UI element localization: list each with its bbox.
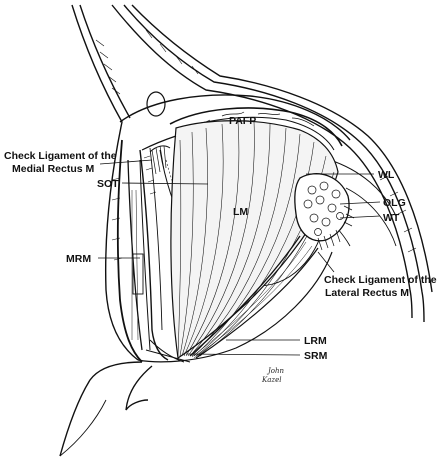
leader-olg (339, 201, 381, 205)
label-check-ligament-medial-line2: Medial Rectus M (12, 163, 95, 175)
leader-wt (339, 215, 381, 219)
leader-srm (185, 353, 301, 356)
label-lm: LM (233, 206, 248, 218)
artist-signature: John Kazel (261, 367, 285, 384)
labels: PAFP Check Ligament of the Medial Rectus… (4, 115, 437, 362)
signature-line2: Kazel (261, 376, 281, 384)
label-pafp: PAFP (229, 115, 256, 127)
superior-oblique (139, 135, 177, 361)
label-srm: SRM (304, 350, 328, 362)
leader-lines (98, 159, 381, 356)
levator-muscle-fan (170, 120, 339, 360)
label-wt: WT (383, 212, 400, 224)
label-check-ligament-lateral-line2: Lateral Rectus M (325, 287, 409, 299)
leader-lateral-check-ligament (317, 251, 335, 273)
medial-rectus (127, 159, 151, 351)
label-check-ligament-lateral-line1: Check Ligament of the (324, 274, 437, 286)
label-sot: SOT (97, 178, 119, 190)
lacrimal-gland (294, 173, 350, 242)
medial-check-ligament (149, 145, 171, 175)
label-lrm: LRM (304, 335, 327, 347)
label-mrm: MRM (66, 253, 91, 265)
lateral-rectus (189, 235, 319, 359)
orbital-apex (145, 339, 191, 363)
label-olg: OLG (383, 197, 406, 209)
bone-hatching (95, 29, 417, 261)
signature-line1: John (266, 367, 285, 375)
label-wl: WL (378, 169, 395, 181)
label-check-ligament-medial-line1: Check Ligament of the (4, 150, 117, 162)
leader-sot (121, 182, 209, 185)
orbital-walls (59, 4, 433, 457)
leader-medial-check-ligament (99, 159, 153, 165)
